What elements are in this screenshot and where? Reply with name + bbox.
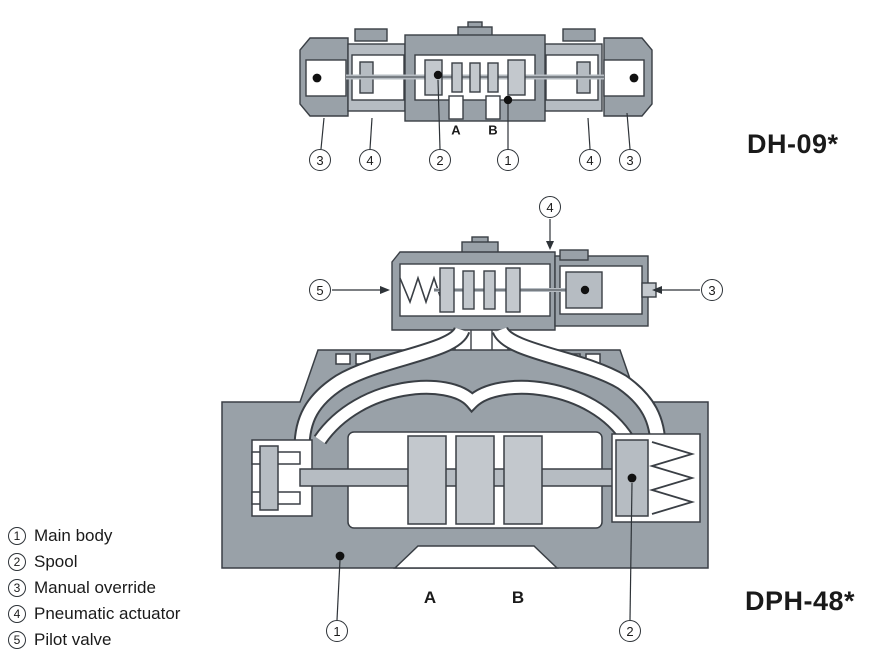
top-valve-leader-lines xyxy=(320,79,631,150)
callout-number: 1 xyxy=(333,623,341,639)
legend-number: 2 xyxy=(8,553,26,571)
legend-label: Pilot valve xyxy=(34,630,112,649)
legend: 1 Main body 2 Spool 3 Manual override 4 … xyxy=(8,523,180,653)
bottom-valve-leader-lines xyxy=(332,219,700,621)
callout-number: 2 xyxy=(626,623,634,639)
port-b-label-top: B xyxy=(488,122,498,138)
callout-number: 5 xyxy=(316,282,324,298)
callout-number: 3 xyxy=(626,152,634,168)
legend-item-pilot-valve: 5 Pilot valve xyxy=(8,627,180,653)
port-a-label-top: A xyxy=(451,122,461,138)
legend-item-spool: 2 Spool xyxy=(8,549,180,575)
callout-spool-top-valve: 2 xyxy=(429,149,451,171)
callout-number: 2 xyxy=(436,152,444,168)
legend-label: Main body xyxy=(34,526,113,545)
legend-label: Pneumatic actuator xyxy=(34,604,181,623)
callout-number: 4 xyxy=(586,152,594,168)
callout-number: 1 xyxy=(504,152,512,168)
legend-number: 1 xyxy=(8,527,26,545)
legend-item-main-body: 1 Main body xyxy=(8,523,180,549)
legend-item-pneumatic-actuator: 4 Pneumatic actuator xyxy=(8,601,180,627)
callout-main-body-top-valve: 1 xyxy=(497,149,519,171)
callout-main-body: 1 xyxy=(326,620,348,642)
callout-number: 3 xyxy=(316,152,324,168)
legend-label: Manual override xyxy=(34,578,156,597)
callout-pilot-valve: 5 xyxy=(309,279,331,301)
callout-pneumatic-actuator-pilot: 4 xyxy=(539,196,561,218)
port-a-label-main: A xyxy=(423,588,437,607)
callout-number: 4 xyxy=(546,199,554,215)
pilot-valve-drawing xyxy=(391,236,657,357)
callout-pneumatic-actuator-left: 4 xyxy=(359,149,381,171)
callout-number: 4 xyxy=(366,152,374,168)
legend-label: Spool xyxy=(34,552,78,571)
callout-manual-override-left: 3 xyxy=(309,149,331,171)
legend-number: 3 xyxy=(8,579,26,597)
top-valve-drawing xyxy=(299,21,653,122)
callout-manual-override-right: 3 xyxy=(619,149,641,171)
legend-number: 5 xyxy=(8,631,26,649)
callout-pneumatic-actuator-right: 4 xyxy=(579,149,601,171)
callout-number: 3 xyxy=(708,282,716,298)
port-b-label-main: B xyxy=(511,588,525,607)
legend-item-manual-override: 3 Manual override xyxy=(8,575,180,601)
model-title-dph48: DPH-48* xyxy=(745,586,856,616)
model-title-dh09: DH-09* xyxy=(747,129,839,159)
callout-spool-main: 2 xyxy=(619,620,641,642)
callout-manual-override-pilot: 3 xyxy=(701,279,723,301)
legend-number: 4 xyxy=(8,605,26,623)
main-body-drawing xyxy=(221,325,709,569)
